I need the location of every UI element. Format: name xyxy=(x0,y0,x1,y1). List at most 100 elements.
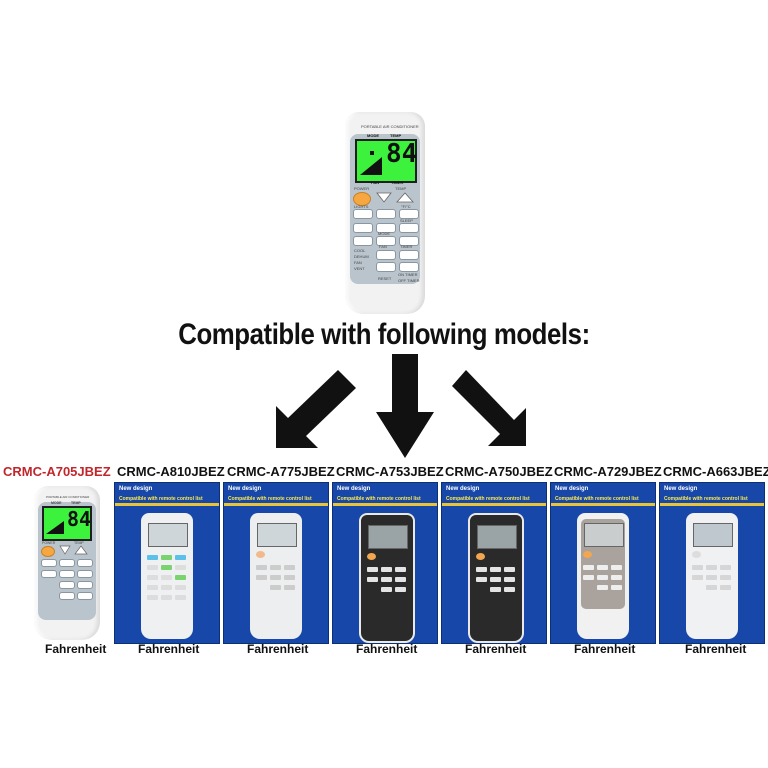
compatible-text: Compatible with remote control list xyxy=(446,496,530,502)
remote-key xyxy=(367,577,378,582)
small-temp-btn-label: TEMP xyxy=(74,541,84,545)
f-c-label: °F/°C xyxy=(401,204,411,209)
remote-key xyxy=(706,575,717,580)
small-lcd-display: 84 xyxy=(42,506,92,541)
package-card-3: New design Compatible with remote contro… xyxy=(223,482,329,644)
remote-key xyxy=(597,565,608,570)
package-card-5: New design Compatible with remote contro… xyxy=(441,482,547,644)
key-8[interactable] xyxy=(399,250,419,260)
mode-button[interactable] xyxy=(376,223,396,233)
package-card-6: New design Compatible with remote contro… xyxy=(550,482,656,644)
remote-key xyxy=(161,575,172,580)
package-remote-7 xyxy=(686,513,738,639)
temp-arrows-icon[interactable] xyxy=(375,190,415,204)
remote-key xyxy=(175,575,186,580)
key-9[interactable] xyxy=(376,262,396,272)
remote-power-key xyxy=(256,551,265,558)
remote-key xyxy=(476,567,487,572)
unit-label-6: Fahrenheit xyxy=(574,642,636,656)
remote-key xyxy=(175,565,186,570)
package-card-7: New design Compatible with remote contro… xyxy=(659,482,765,644)
small-key-2[interactable] xyxy=(59,559,75,567)
unit-label-4: Fahrenheit xyxy=(356,642,418,656)
small-key-3[interactable] xyxy=(77,559,93,567)
remote-screen xyxy=(477,525,517,549)
dehum-label: DEHUM xyxy=(354,254,369,259)
compatible-text: Compatible with remote control list xyxy=(228,496,312,502)
mode-btn-label: MODE xyxy=(378,231,390,236)
remote-screen xyxy=(148,523,188,547)
model-label-4: CRMC-A753JBEZ xyxy=(336,464,444,479)
small-lcd-temp-label: TEMP xyxy=(71,501,81,505)
key-4[interactable] xyxy=(353,236,373,246)
arrow-down-left-icon xyxy=(276,370,356,448)
timer-button[interactable] xyxy=(399,236,419,246)
small-key-10[interactable] xyxy=(77,592,93,600)
key-3[interactable] xyxy=(399,223,419,233)
new-design-text: New design xyxy=(119,486,153,492)
lcd-digits: 84 xyxy=(386,139,418,169)
remote-key xyxy=(395,567,406,572)
model-label-3: CRMC-A775JBEZ xyxy=(227,464,335,479)
fan-button[interactable] xyxy=(376,236,396,246)
on-timer-label: ON TIMER xyxy=(398,272,418,277)
small-key-9[interactable] xyxy=(59,592,75,600)
key-7[interactable] xyxy=(376,250,396,260)
remote-key xyxy=(284,585,295,590)
small-remote-image: PORTABLE AIR CONDITIONER MODE TEMP 84 PO… xyxy=(34,486,100,640)
remote-key xyxy=(147,575,158,580)
remote-key xyxy=(270,565,281,570)
key-10[interactable] xyxy=(399,262,419,272)
power-label: POWER xyxy=(354,186,370,191)
small-key-7[interactable] xyxy=(59,581,75,589)
small-key-1[interactable] xyxy=(41,559,57,567)
remote-key xyxy=(147,565,158,570)
remote-key xyxy=(583,575,594,580)
remote-key xyxy=(147,595,158,600)
model-label-7: CRMC-A663JBEZ xyxy=(663,464,768,479)
remote-key xyxy=(720,585,731,590)
remote-screen xyxy=(693,523,733,547)
remote-key xyxy=(284,575,295,580)
small-key-6[interactable] xyxy=(77,570,93,578)
small-lcd-mode-label: MODE xyxy=(51,501,62,505)
remote-key xyxy=(175,585,186,590)
new-design-text: New design xyxy=(555,486,589,492)
unit-label-1: Fahrenheit xyxy=(45,642,107,656)
vent-label: VENT xyxy=(354,266,365,271)
new-design-text: New design xyxy=(446,486,480,492)
remote-key xyxy=(720,575,731,580)
small-temp-arrows-icon[interactable] xyxy=(58,544,90,556)
lights-button[interactable] xyxy=(353,209,373,219)
remote-key xyxy=(611,565,622,570)
small-key-4[interactable] xyxy=(41,570,57,578)
reset-label: RESET xyxy=(378,276,392,281)
small-fan-bars-icon xyxy=(46,521,64,534)
small-power-button[interactable] xyxy=(41,546,55,557)
remote-key xyxy=(504,577,515,582)
new-design-text: New design xyxy=(664,486,698,492)
remote-key xyxy=(175,595,186,600)
compatible-text: Compatible with remote control list xyxy=(555,496,639,502)
remote-power-key xyxy=(583,551,592,558)
small-key-8[interactable] xyxy=(77,581,93,589)
small-remote-header: PORTABLE AIR CONDITIONER xyxy=(46,495,90,499)
remote-key xyxy=(395,587,406,592)
small-key-5[interactable] xyxy=(59,570,75,578)
remote-key xyxy=(692,565,703,570)
new-design-text: New design xyxy=(337,486,371,492)
lcd-mode-label: MODE xyxy=(367,133,379,138)
yellow-band xyxy=(224,503,328,506)
remote-key xyxy=(395,577,406,582)
remote-key xyxy=(256,565,267,570)
cool-label: COOL xyxy=(354,248,366,253)
f-c-button[interactable] xyxy=(399,209,419,219)
remote-power-key xyxy=(692,551,701,558)
swing-button[interactable] xyxy=(376,209,396,219)
model-label-5: CRMC-A750JBEZ xyxy=(445,464,553,479)
package-remote-2 xyxy=(141,513,193,639)
arrows-graphic xyxy=(276,354,526,458)
power-button[interactable] xyxy=(353,192,371,206)
key-1[interactable] xyxy=(353,223,373,233)
remote-key xyxy=(476,577,487,582)
